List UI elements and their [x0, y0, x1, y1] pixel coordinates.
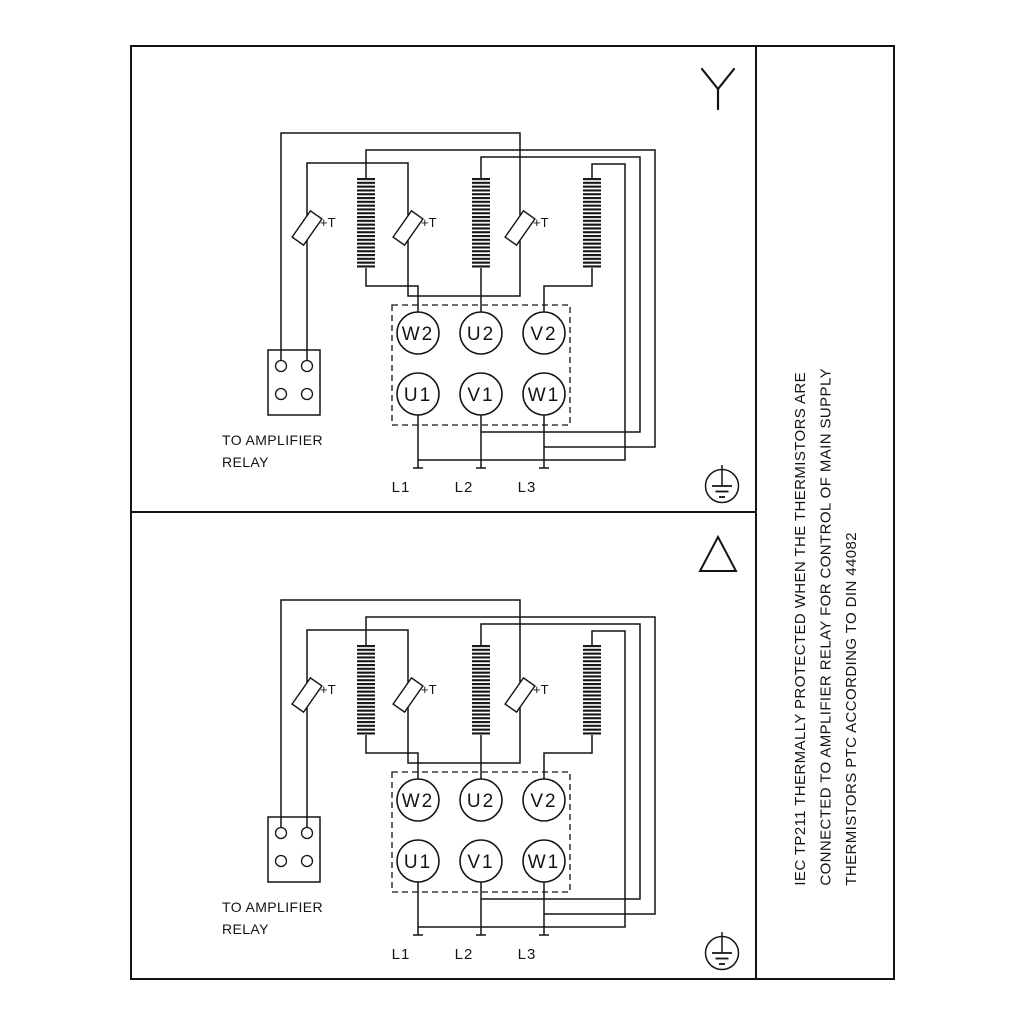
terminal-block-outline: [391, 304, 571, 426]
terminal-block-outline: [391, 771, 571, 893]
supply-label-l1: L1: [392, 946, 411, 963]
thermistor-label: +T: [320, 215, 336, 230]
terminal-label: U1: [404, 852, 432, 873]
side-note-column: IEC TP211 THERMALLY PROTECTED WHEN THE T…: [755, 47, 895, 978]
terminal-label: W1: [528, 852, 561, 873]
terminal-v1: V1: [459, 839, 503, 883]
motor-winding-1: [357, 645, 375, 735]
terminal-v2: V2: [522, 778, 566, 822]
side-note-line-1: IEC TP211 THERMALLY PROTECTED WHEN THE T…: [791, 372, 809, 886]
terminal-u2: U2: [459, 311, 503, 355]
terminal-label: V1: [467, 852, 494, 873]
supply-label-l1: L1: [392, 479, 411, 496]
star-wiring-svg: +T +T +T W2 U2 V2 U1 V1: [222, 67, 740, 504]
motor-winding-2: [472, 645, 490, 735]
wiring-lines: [280, 132, 656, 469]
supply-label-l2: L2: [455, 479, 474, 496]
terminal-label: V1: [467, 385, 494, 406]
terminal-w2: W2: [396, 311, 440, 355]
terminal-v2: V2: [522, 311, 566, 355]
terminal-v1: V1: [459, 372, 503, 416]
terminal-w1: W1: [522, 372, 566, 416]
thermistor-label: +T: [320, 682, 336, 697]
thermistor-label: +T: [533, 682, 549, 697]
terminal-label: W2: [402, 791, 435, 812]
terminal-u1: U1: [396, 372, 440, 416]
ground-icon: [704, 932, 740, 971]
thermistor-3: +T: [504, 676, 549, 714]
panel-delta-connection: +T +T +T W2 U2 V2 U1 V1: [130, 512, 755, 980]
thermistor-1: +T: [291, 209, 336, 247]
delta-connection-icon: [698, 534, 738, 572]
terminal-label: W1: [528, 385, 561, 406]
terminal-w1: W1: [522, 839, 566, 883]
relay-caption-line2: RELAY: [222, 454, 269, 470]
supply-label-l2: L2: [455, 946, 474, 963]
relay-caption-line2: RELAY: [222, 921, 269, 937]
ground-icon: [704, 465, 740, 504]
panel-star-connection: +T +T +T W2 U2 V2 U1 V1: [130, 45, 755, 512]
thermistor-label: +T: [533, 215, 549, 230]
star-connection-icon: [700, 67, 736, 111]
side-note-line-3: THERMISTORS PTC ACCORDING TO DIN 44082: [842, 532, 860, 886]
terminal-label: V2: [530, 791, 557, 812]
thermistor-label: +T: [421, 215, 437, 230]
terminal-label: U1: [404, 385, 432, 406]
wiring-lines: [280, 599, 656, 936]
thermistor-3: +T: [504, 209, 549, 247]
side-note-line-2: CONNECTED TO AMPLIFIER RELAY FOR CONTROL…: [817, 368, 835, 886]
amplifier-relay-terminals: [267, 349, 321, 416]
supply-label-l3: L3: [518, 479, 537, 496]
side-note-text: IEC TP211 THERMALLY PROTECTED WHEN THE T…: [788, 368, 865, 886]
supply-label-l3: L3: [518, 946, 537, 963]
amplifier-relay-terminals: [267, 816, 321, 883]
motor-winding-2: [472, 178, 490, 268]
thermistor-label: +T: [421, 682, 437, 697]
terminal-u1: U1: [396, 839, 440, 883]
delta-wiring-svg: +T +T +T W2 U2 V2 U1 V1: [222, 534, 740, 971]
terminal-label: U2: [467, 791, 495, 812]
terminal-label: V2: [530, 324, 557, 345]
motor-winding-3: [583, 645, 601, 735]
relay-caption-line1: TO AMPLIFIER: [222, 899, 323, 915]
motor-winding-3: [583, 178, 601, 268]
motor-winding-1: [357, 178, 375, 268]
thermistor-2: +T: [392, 209, 437, 247]
panel-divider: [130, 511, 755, 513]
thermistor-2: +T: [392, 676, 437, 714]
terminal-label: U2: [467, 324, 495, 345]
terminal-label: W2: [402, 324, 435, 345]
thermistor-1: +T: [291, 676, 336, 714]
terminal-w2: W2: [396, 778, 440, 822]
relay-caption-line1: TO AMPLIFIER: [222, 432, 323, 448]
terminal-u2: U2: [459, 778, 503, 822]
